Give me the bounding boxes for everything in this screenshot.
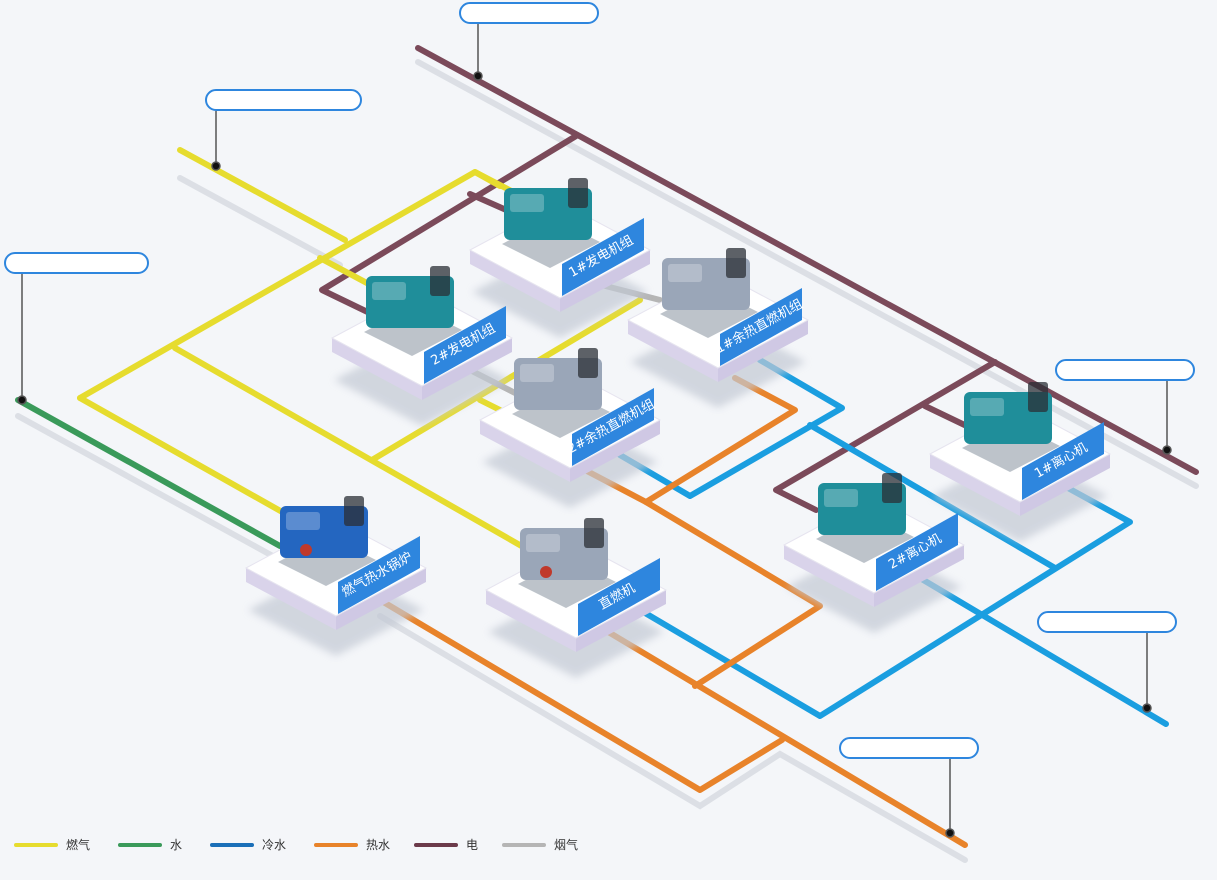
- equipment-waste2[interactable]: 2#余热直燃机组: [478, 348, 662, 508]
- callout-electricity: [459, 2, 599, 24]
- callout-electricity-end: [1055, 359, 1195, 381]
- equipment-gen1[interactable]: 1#发电机组: [468, 178, 652, 338]
- cold-water-trunk: [807, 422, 1058, 571]
- legend-swatch: [314, 842, 358, 847]
- absorption-chiller-icon: [660, 248, 758, 338]
- equipment-label-tag: [1022, 422, 1104, 500]
- electricity-lines: [319, 45, 1199, 513]
- hot-water-lines: [377, 375, 968, 848]
- callout-water: [4, 252, 149, 274]
- platform-side: [470, 250, 560, 312]
- callout-anchor-dot: [1142, 703, 1152, 713]
- callout-anchor-dot: [17, 395, 27, 405]
- platform-side: [480, 420, 570, 482]
- platform-side: [486, 590, 576, 652]
- gas-inlet-line: [177, 147, 348, 243]
- equipment-label-tag: [578, 558, 660, 636]
- platform-side: [628, 320, 718, 382]
- legend-label: 电: [466, 838, 479, 852]
- equipment-gen2[interactable]: 2#发电机组: [330, 266, 514, 426]
- equipment-waste1[interactable]: 1#余热直燃机组: [626, 248, 810, 408]
- callout-gas: [205, 89, 362, 111]
- legend-label: 烟气: [554, 838, 579, 852]
- platform-side: [336, 568, 426, 630]
- equipment-boiler[interactable]: 燃气热水锅炉: [244, 496, 428, 656]
- callout-cold-water: [1037, 611, 1177, 633]
- equipment-direct[interactable]: 直燃机: [484, 518, 668, 678]
- legend-item-gas: 燃气: [14, 836, 118, 853]
- callout-anchor-dot: [211, 161, 221, 171]
- hot-water-boiler: [377, 597, 785, 793]
- hot-water-direct: [602, 627, 968, 848]
- callout-anchor-dot: [945, 828, 955, 838]
- water-inlet-line: [15, 397, 283, 549]
- boiler-icon: [278, 496, 376, 586]
- gas-branch-4: [172, 345, 528, 551]
- hot-water-waste1: [643, 375, 823, 689]
- generator-icon: [364, 266, 462, 356]
- legend-swatch: [210, 842, 254, 847]
- equipment-label-tag: [876, 513, 958, 591]
- equipment-label-tag: [338, 536, 420, 614]
- cold-water-cent2: [917, 575, 1169, 727]
- legend-item-flue-gas: 烟气: [502, 836, 592, 853]
- equipment-cent2[interactable]: 2#离心机: [782, 473, 966, 633]
- gas-branch-3: [77, 395, 303, 525]
- pipe-shadows: [15, 59, 1199, 863]
- legend-swatch: [502, 842, 546, 847]
- platform-side: [930, 454, 1020, 516]
- electricity-main-line: [415, 45, 1199, 475]
- legend-swatch: [118, 842, 162, 847]
- platform-side: [560, 250, 650, 312]
- platform-side: [246, 568, 336, 630]
- equipment-label-tag: [720, 288, 802, 366]
- platform-side: [422, 338, 512, 400]
- callout-anchor-dot: [473, 71, 483, 81]
- electricity-branch-gen: [319, 133, 579, 321]
- water-lines: [15, 397, 283, 549]
- cold-water-waste1: [617, 357, 845, 499]
- platform-side: [332, 338, 422, 400]
- platform-side: [718, 320, 808, 382]
- equipment-label-tag: [424, 306, 506, 384]
- legend-item-hot-water: 热水: [314, 836, 414, 853]
- callout-hot-water: [839, 737, 979, 759]
- legend-item-electricity: 电: [414, 836, 502, 853]
- legend-item-cold-water: 冷水: [210, 836, 314, 853]
- legend-label: 热水: [366, 838, 391, 852]
- legend-swatch: [414, 842, 458, 847]
- callout-anchor-dot: [1162, 445, 1172, 455]
- centrifugal-chiller-icon: [816, 473, 914, 563]
- legend-label: 燃气: [66, 838, 91, 852]
- callout-leaders: [17, 22, 1172, 838]
- equipment-platforms: 1#发电机组2#发电机组 1#余热直燃机组2#余热直燃机组燃气热水锅炉直燃机 1#离…: [244, 178, 1112, 678]
- legend-item-water: 水: [118, 836, 210, 853]
- electricity-branch-cent: [773, 359, 998, 513]
- legend-swatch: [14, 842, 58, 847]
- equipment-label-tag: [562, 218, 644, 296]
- platform-side: [1020, 454, 1110, 516]
- direct-fired-chiller-icon: [518, 518, 616, 608]
- legend-label: 水: [170, 838, 183, 852]
- generator-icon: [502, 178, 600, 268]
- platform-side: [570, 420, 660, 482]
- platform-side: [784, 545, 874, 607]
- legend-label: 冷水: [262, 838, 287, 852]
- centrifugal-chiller-icon: [962, 382, 1060, 472]
- equipment-cent1[interactable]: 1#离心机: [928, 382, 1112, 542]
- platform-side: [576, 590, 666, 652]
- absorption-chiller-icon: [512, 348, 610, 438]
- legend: 燃气 水 冷水 热水 电 烟气: [14, 836, 592, 853]
- gas-branch-1: [472, 169, 503, 189]
- equipment-label-tag: [572, 388, 654, 466]
- platform-side: [874, 545, 964, 607]
- gas-branch-6: [477, 397, 503, 413]
